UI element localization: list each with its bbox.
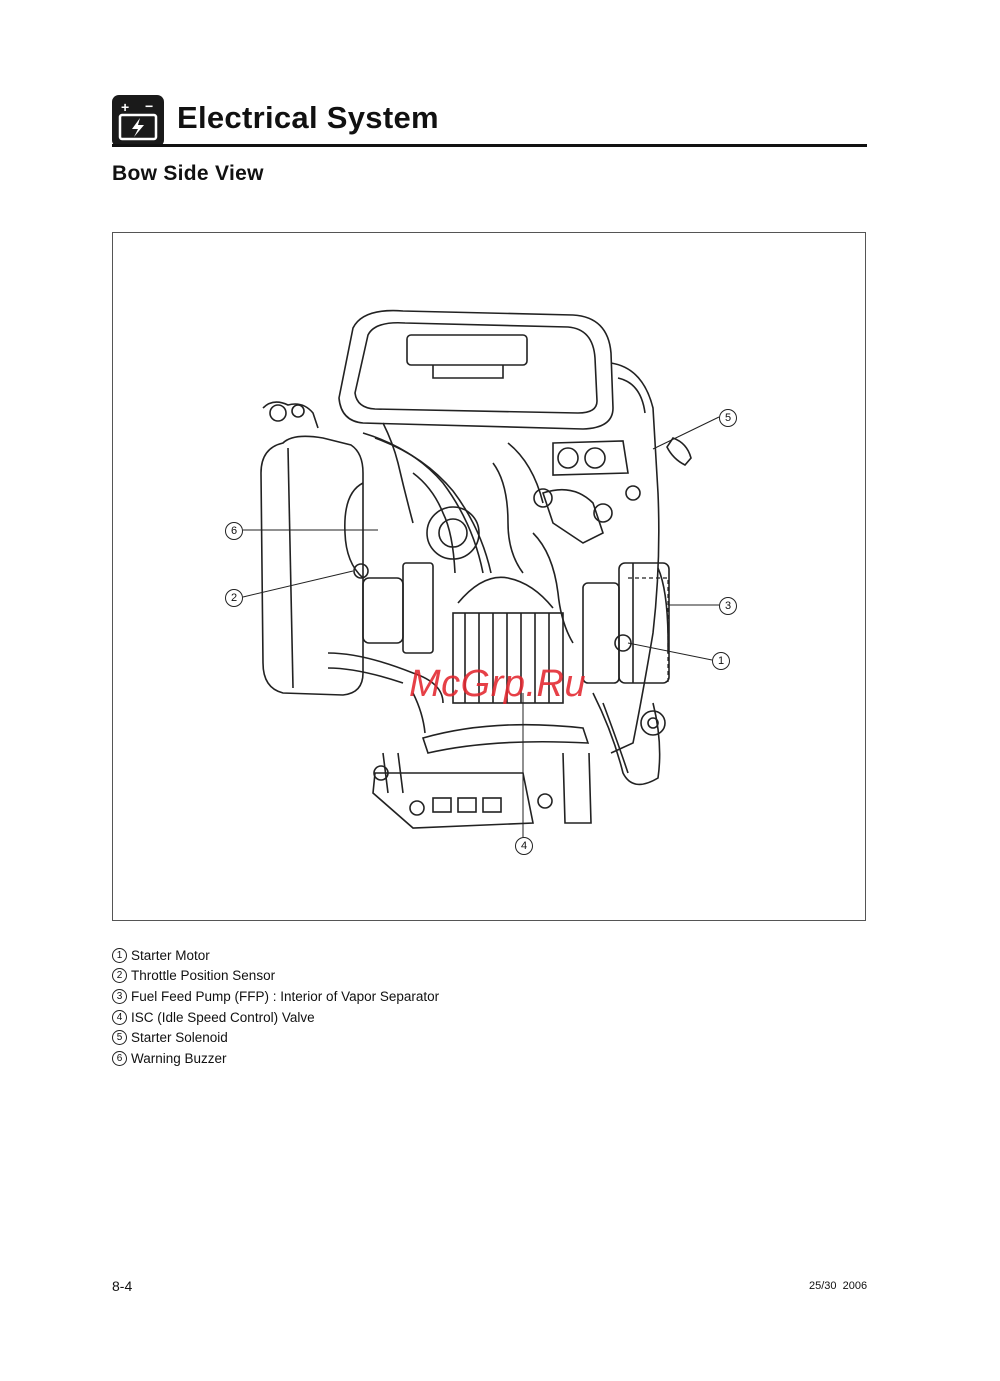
legend-number: 4 — [112, 1009, 127, 1025]
svg-text:+: + — [121, 99, 129, 115]
legend-item: 3 Fuel Feed Pump (FFP) : Interior of Vap… — [112, 986, 439, 1007]
callout-5: 5 — [719, 409, 737, 427]
legend-item: 4 ISC (Idle Speed Control) Valve — [112, 1007, 439, 1028]
legend-number: 2 — [112, 968, 127, 984]
legend-item: 1 Starter Motor — [112, 945, 439, 966]
svg-text:−: − — [145, 98, 153, 114]
page-number: 8-4 — [112, 1278, 133, 1294]
engine-figure: 5 6 2 3 1 4 McGrp.Ru — [112, 232, 866, 921]
callout-2: 2 — [225, 589, 243, 607]
legend-item: 6 Warning Buzzer — [112, 1048, 439, 1069]
legend-number: 3 — [112, 988, 127, 1004]
watermark-text: McGrp.Ru — [409, 663, 587, 705]
legend-number: 5 — [112, 1030, 127, 1046]
legend-number: 6 — [112, 1050, 127, 1066]
legend-item: 5 Starter Solenoid — [112, 1027, 439, 1048]
engine-diagram — [242, 309, 720, 837]
callout-3: 3 — [719, 597, 737, 615]
legend-label: ISC (Idle Speed Control) Valve — [131, 1009, 315, 1025]
section-title: Bow Side View — [112, 162, 264, 185]
legend-label: Warning Buzzer — [131, 1050, 227, 1066]
model-year: 25/30 2006 — [809, 1280, 868, 1292]
legend-label: Starter Motor — [131, 947, 210, 963]
legend-label: Fuel Feed Pump (FFP) : Interior of Vapor… — [131, 988, 440, 1004]
header-divider — [112, 144, 867, 147]
legend-number: 1 — [112, 947, 127, 963]
battery-electrical-icon: + − — [112, 95, 164, 147]
callout-6: 6 — [225, 522, 243, 540]
legend-item: 2 Throttle Position Sensor — [112, 966, 439, 987]
legend-label: Throttle Position Sensor — [131, 968, 276, 984]
legend-label: Starter Solenoid — [131, 1030, 228, 1046]
callout-1: 1 — [712, 652, 730, 670]
figure-legend: 1 Starter Motor 2 Throttle Position Sens… — [112, 945, 439, 1069]
callout-4: 4 — [515, 837, 533, 855]
page-title: Electrical System — [177, 100, 439, 135]
